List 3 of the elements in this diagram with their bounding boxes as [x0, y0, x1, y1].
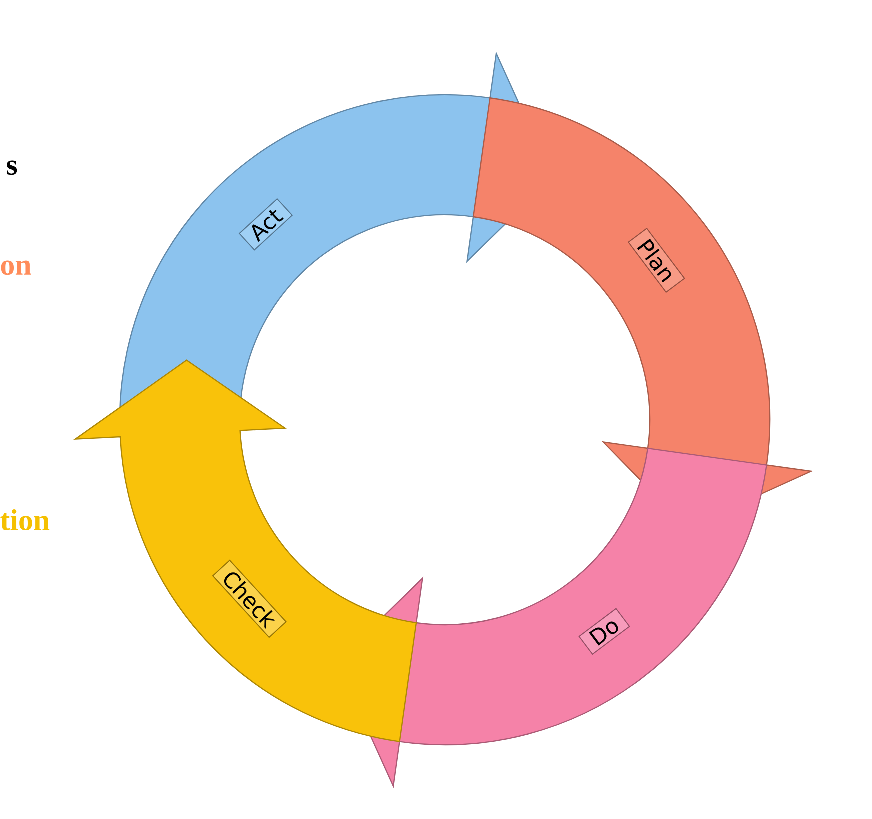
text-fragment: tion — [0, 509, 50, 530]
text-fragment: on — [1, 260, 32, 276]
text-fragment: s — [7, 160, 18, 176]
